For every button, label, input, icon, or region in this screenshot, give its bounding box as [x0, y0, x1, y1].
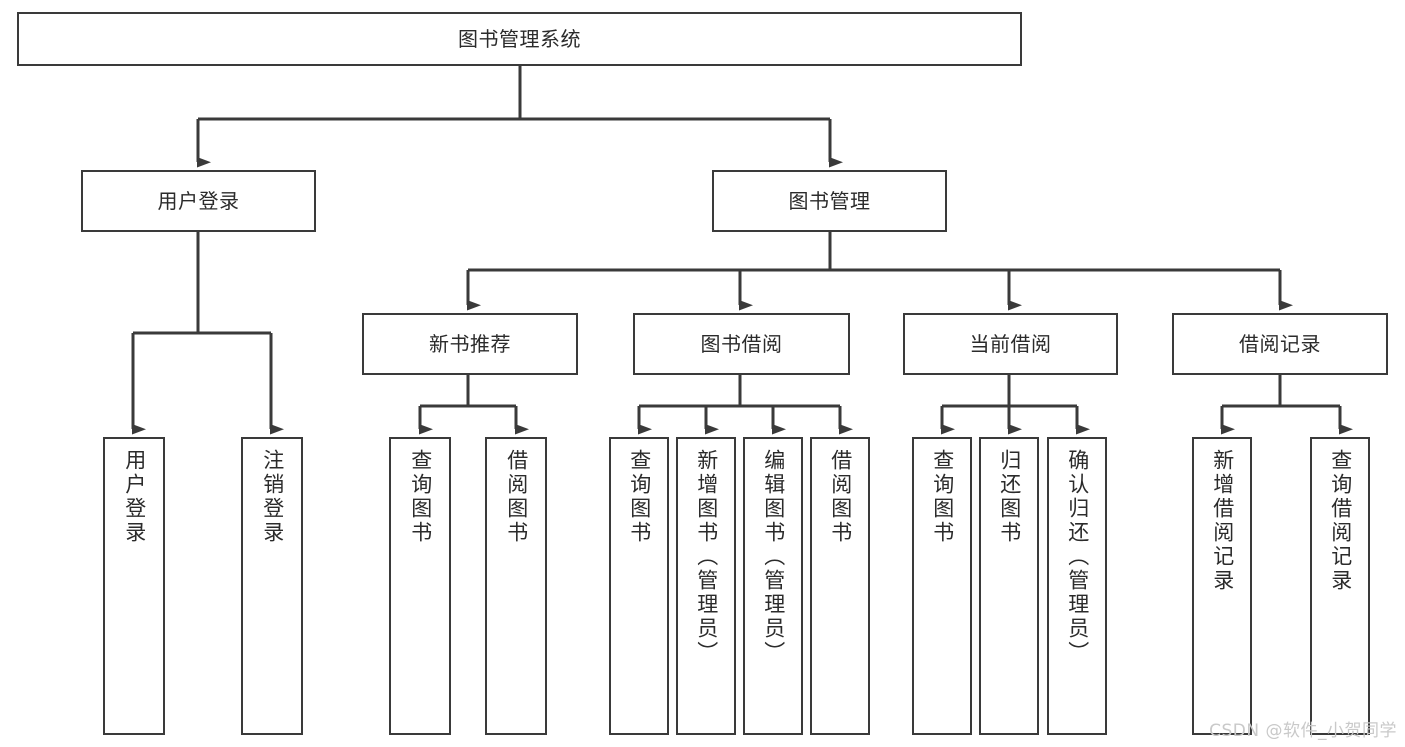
node-book-manage[interactable]: 图书管理 — [712, 170, 947, 232]
node-leaf-query-book-2-label: 查询图书 — [627, 449, 652, 545]
node-leaf-edit-book-label: 编辑图书（管理员） — [761, 449, 786, 665]
node-leaf-borrow-book-2-label: 借阅图书 — [828, 449, 853, 545]
node-user-login-label: 用户登录 — [157, 188, 240, 213]
node-leaf-return-book[interactable]: 归还图书 — [979, 437, 1039, 735]
node-book-borrow[interactable]: 图书借阅 — [633, 313, 850, 375]
node-new-book-recommendation-label: 新书推荐 — [429, 331, 511, 356]
node-borrow-record[interactable]: 借阅记录 — [1172, 313, 1388, 375]
node-leaf-query-book-2[interactable]: 查询图书 — [609, 437, 669, 735]
node-leaf-user-login[interactable]: 用户登录 — [103, 437, 165, 735]
node-leaf-add-record-label: 新增借阅记录 — [1210, 449, 1235, 593]
node-current-borrow[interactable]: 当前借阅 — [903, 313, 1118, 375]
node-leaf-confirm-return[interactable]: 确认归还（管理员） — [1047, 437, 1107, 735]
node-book-manage-label: 图书管理 — [788, 188, 871, 213]
node-leaf-logout-label: 注销登录 — [260, 449, 285, 545]
node-current-borrow-label: 当前借阅 — [969, 331, 1052, 356]
node-leaf-user-login-label: 用户登录 — [122, 449, 147, 545]
node-leaf-query-record[interactable]: 查询借阅记录 — [1310, 437, 1370, 735]
node-leaf-query-record-label: 查询借阅记录 — [1328, 449, 1353, 593]
node-leaf-query-book-1-label: 查询图书 — [408, 449, 433, 545]
node-leaf-query-book-3[interactable]: 查询图书 — [912, 437, 972, 735]
node-leaf-add-book[interactable]: 新增图书（管理员） — [676, 437, 736, 735]
node-leaf-query-book-1[interactable]: 查询图书 — [389, 437, 451, 735]
node-leaf-logout[interactable]: 注销登录 — [241, 437, 303, 735]
node-leaf-query-book-3-label: 查询图书 — [930, 449, 955, 545]
node-leaf-borrow-book-1[interactable]: 借阅图书 — [485, 437, 547, 735]
node-leaf-borrow-book-1-label: 借阅图书 — [504, 449, 529, 545]
node-new-book-recommendation[interactable]: 新书推荐 — [362, 313, 578, 375]
node-book-borrow-label: 图书借阅 — [700, 331, 783, 356]
node-borrow-record-label: 借阅记录 — [1239, 331, 1321, 356]
node-user-login[interactable]: 用户登录 — [81, 170, 316, 232]
node-leaf-borrow-book-2[interactable]: 借阅图书 — [810, 437, 870, 735]
node-root[interactable]: 图书管理系统 — [17, 12, 1022, 66]
node-leaf-confirm-return-label: 确认归还（管理员） — [1065, 449, 1090, 665]
node-leaf-return-book-label: 归还图书 — [997, 449, 1022, 545]
node-root-label: 图书管理系统 — [458, 26, 581, 51]
node-leaf-add-record[interactable]: 新增借阅记录 — [1192, 437, 1252, 735]
node-leaf-edit-book[interactable]: 编辑图书（管理员） — [743, 437, 803, 735]
node-leaf-add-book-label: 新增图书（管理员） — [694, 449, 719, 665]
